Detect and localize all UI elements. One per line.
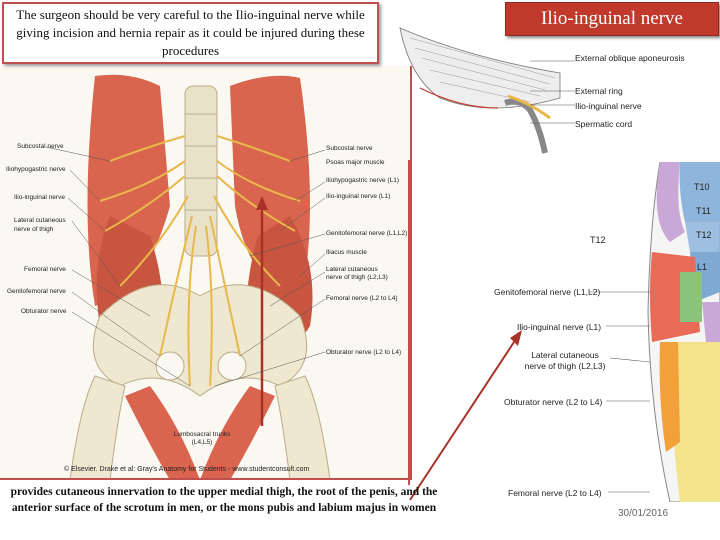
label-lateral-cutaneous-right: Lateral cutaneous nerve of thigh (L2,L3) <box>326 266 388 281</box>
dermatome-t12: T12 <box>696 230 712 240</box>
vertical-red-bar <box>408 160 410 485</box>
label-genitofemoral-right: Genitofemoral nerve (L1,L2) <box>326 230 408 237</box>
inguinal-inset <box>380 18 580 158</box>
label-femoral-left: Femoral nerve <box>24 266 66 273</box>
label-subcostal-left: Subcostal nerve <box>17 143 64 150</box>
label-obturator-right: Obturator nerve (L2 to L4) <box>326 349 402 356</box>
description-text: provides cutaneous innervation to the up… <box>10 486 438 514</box>
label-psoas-major: Psoas major muscle <box>326 159 385 166</box>
label-subcostal-right: Subcostal nerve <box>326 145 373 152</box>
dermatome-leader-lines <box>590 291 650 493</box>
label-lateral-cutaneous-left: Lateral cutaneous nerve of thigh <box>14 217 66 233</box>
label-lumbosacral: Lumbosacral trunks (L4,L5) <box>173 431 231 446</box>
dermatome-label-obturator: Obturator nerve (L2 to L4) <box>504 397 603 407</box>
label-iliohypogastric-right: Iliohypogastric nerve (L1) <box>326 177 399 184</box>
dermatome-t11: T11 <box>696 206 711 216</box>
inset-label-external-oblique: External oblique aponeurosis <box>575 53 685 63</box>
inset-leader-lines <box>530 60 575 124</box>
slide-title: Ilio-inguinal nerve <box>505 2 719 36</box>
dermatome-label-genitofemoral: Genitofemoral nerve (L1,L2) <box>494 287 601 297</box>
label-iliacus: Iliacus muscle <box>326 249 367 256</box>
inset-label-ilioinguinal: Ilio-inguinal nerve <box>575 101 642 111</box>
label-genitofemoral-left: Genitofemoral nerve <box>7 288 66 295</box>
dermatome-label-femoral: Femoral nerve (L2 to L4) <box>508 488 602 498</box>
label-iliohypogastric-left: Iliohypogastric nerve <box>6 166 66 173</box>
dermatome-t12-side: T12 <box>590 235 606 245</box>
label-ilioinguinal-right: Ilio-inguinal nerve (L1) <box>326 193 391 200</box>
dermatome-figure <box>640 161 720 503</box>
label-femoral-right: Femoral nerve (L2 to L4) <box>326 295 398 302</box>
slide-date: 30/01/2016 <box>618 508 669 519</box>
dermatome-label-lateral-cutaneous: Lateral cutaneous nerve of thigh (L2,L3) <box>524 350 606 371</box>
dermatome-l1: L1 <box>697 262 708 272</box>
dermatome-label-ilioinguinal: Ilio-inguinal nerve (L1) <box>517 322 602 332</box>
inset-label-external-ring: External ring <box>575 86 623 96</box>
anatomy-figure <box>0 66 412 480</box>
inset-label-spermatic-cord: Spermatic cord <box>575 119 633 129</box>
figure-credit: © Elsevier. Drake et al: Gray's Anatomy … <box>64 466 310 473</box>
pointer-arrow <box>409 330 522 501</box>
dermatome-t10: T10 <box>694 182 710 192</box>
posterior-abdominal-wall-illustration <box>0 66 410 478</box>
label-obturator-left: Obturator nerve <box>21 308 67 315</box>
caption-box: The surgeon should be very careful to th… <box>2 2 379 64</box>
label-ilioinguinal-left: Ilio-inguinal nerve <box>14 194 65 201</box>
